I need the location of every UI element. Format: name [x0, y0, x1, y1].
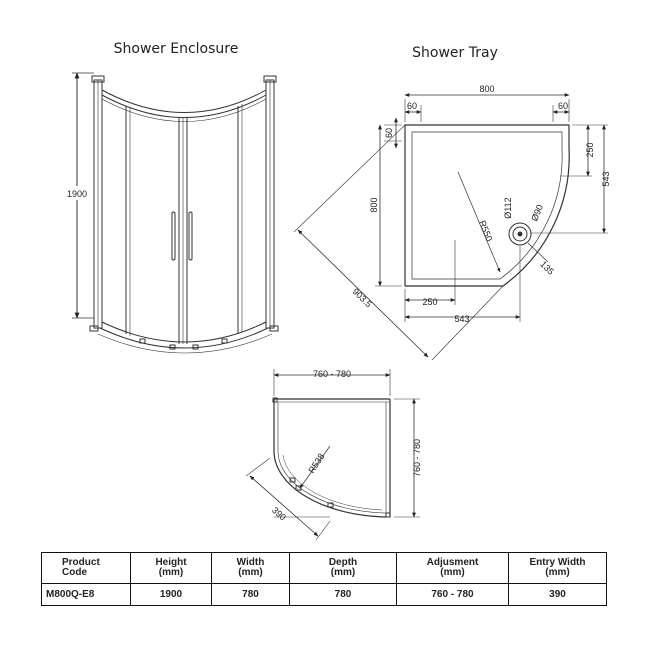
waste-inner-label: Ø90: [529, 203, 545, 223]
tray-width-label: 800: [479, 84, 494, 94]
enclosure-height-label: 1900: [67, 189, 87, 199]
table-row: M800Q-E8 1900 780 780 760 - 780 390: [41, 583, 607, 606]
tray-left-depth-label: 800: [369, 197, 379, 212]
shower-enclosure-elevation: Shower Enclosure 1900: [66, 41, 279, 354]
tray-bottom-offset-label: 250: [422, 297, 437, 307]
cell-height: 1900: [130, 583, 212, 606]
tray-right-depth-label: 543: [601, 171, 611, 186]
header-width: Width(mm): [211, 552, 290, 584]
header-entry-width: Entry Width(mm): [508, 552, 607, 584]
tray-right-inset-label: 60: [558, 101, 568, 111]
header-depth: Depth(mm): [289, 552, 397, 584]
header-height: Height(mm): [130, 552, 212, 584]
cell-width: 780: [211, 583, 290, 606]
plan-depth-label: 760 - 780: [412, 439, 422, 477]
plan-radius-label: R538: [306, 452, 326, 475]
tray-diagonal-label: 903.5: [351, 286, 374, 309]
technical-drawing: Shower Enclosure 1900: [66, 41, 611, 541]
tray-top-inset-label: 60: [384, 128, 394, 138]
cell-depth: 780: [289, 583, 397, 606]
cell-adjustment: 760 - 780: [396, 583, 509, 606]
shower-enclosure-title: Shower Enclosure: [114, 41, 239, 57]
shower-tray-title: Shower Tray: [412, 45, 498, 61]
plan-entry-label: 390: [270, 505, 288, 522]
shower-tray-plan: Shower Tray R550 Ø112 Ø90 135 800 60 60 …: [293, 45, 611, 361]
tray-radius-label: R550: [477, 219, 494, 243]
enclosure-plan-view: 760 - 780 760 - 780 R538 390: [245, 369, 422, 541]
tray-right-offset-label: 250: [585, 142, 595, 157]
plan-width-label: 760 - 780: [313, 369, 351, 379]
tray-bottom-depth-label: 543: [454, 314, 469, 324]
waste-outer-label: Ø112: [503, 197, 513, 218]
waste-offset-label: 135: [538, 259, 556, 277]
header-adjustment: Adjusment(mm): [396, 552, 509, 584]
tray-left-inset-label: 60: [407, 101, 417, 111]
cell-entry-width: 390: [508, 583, 607, 606]
cell-product-code: M800Q-E8: [41, 583, 131, 606]
waste-outer-circle: [508, 222, 532, 246]
